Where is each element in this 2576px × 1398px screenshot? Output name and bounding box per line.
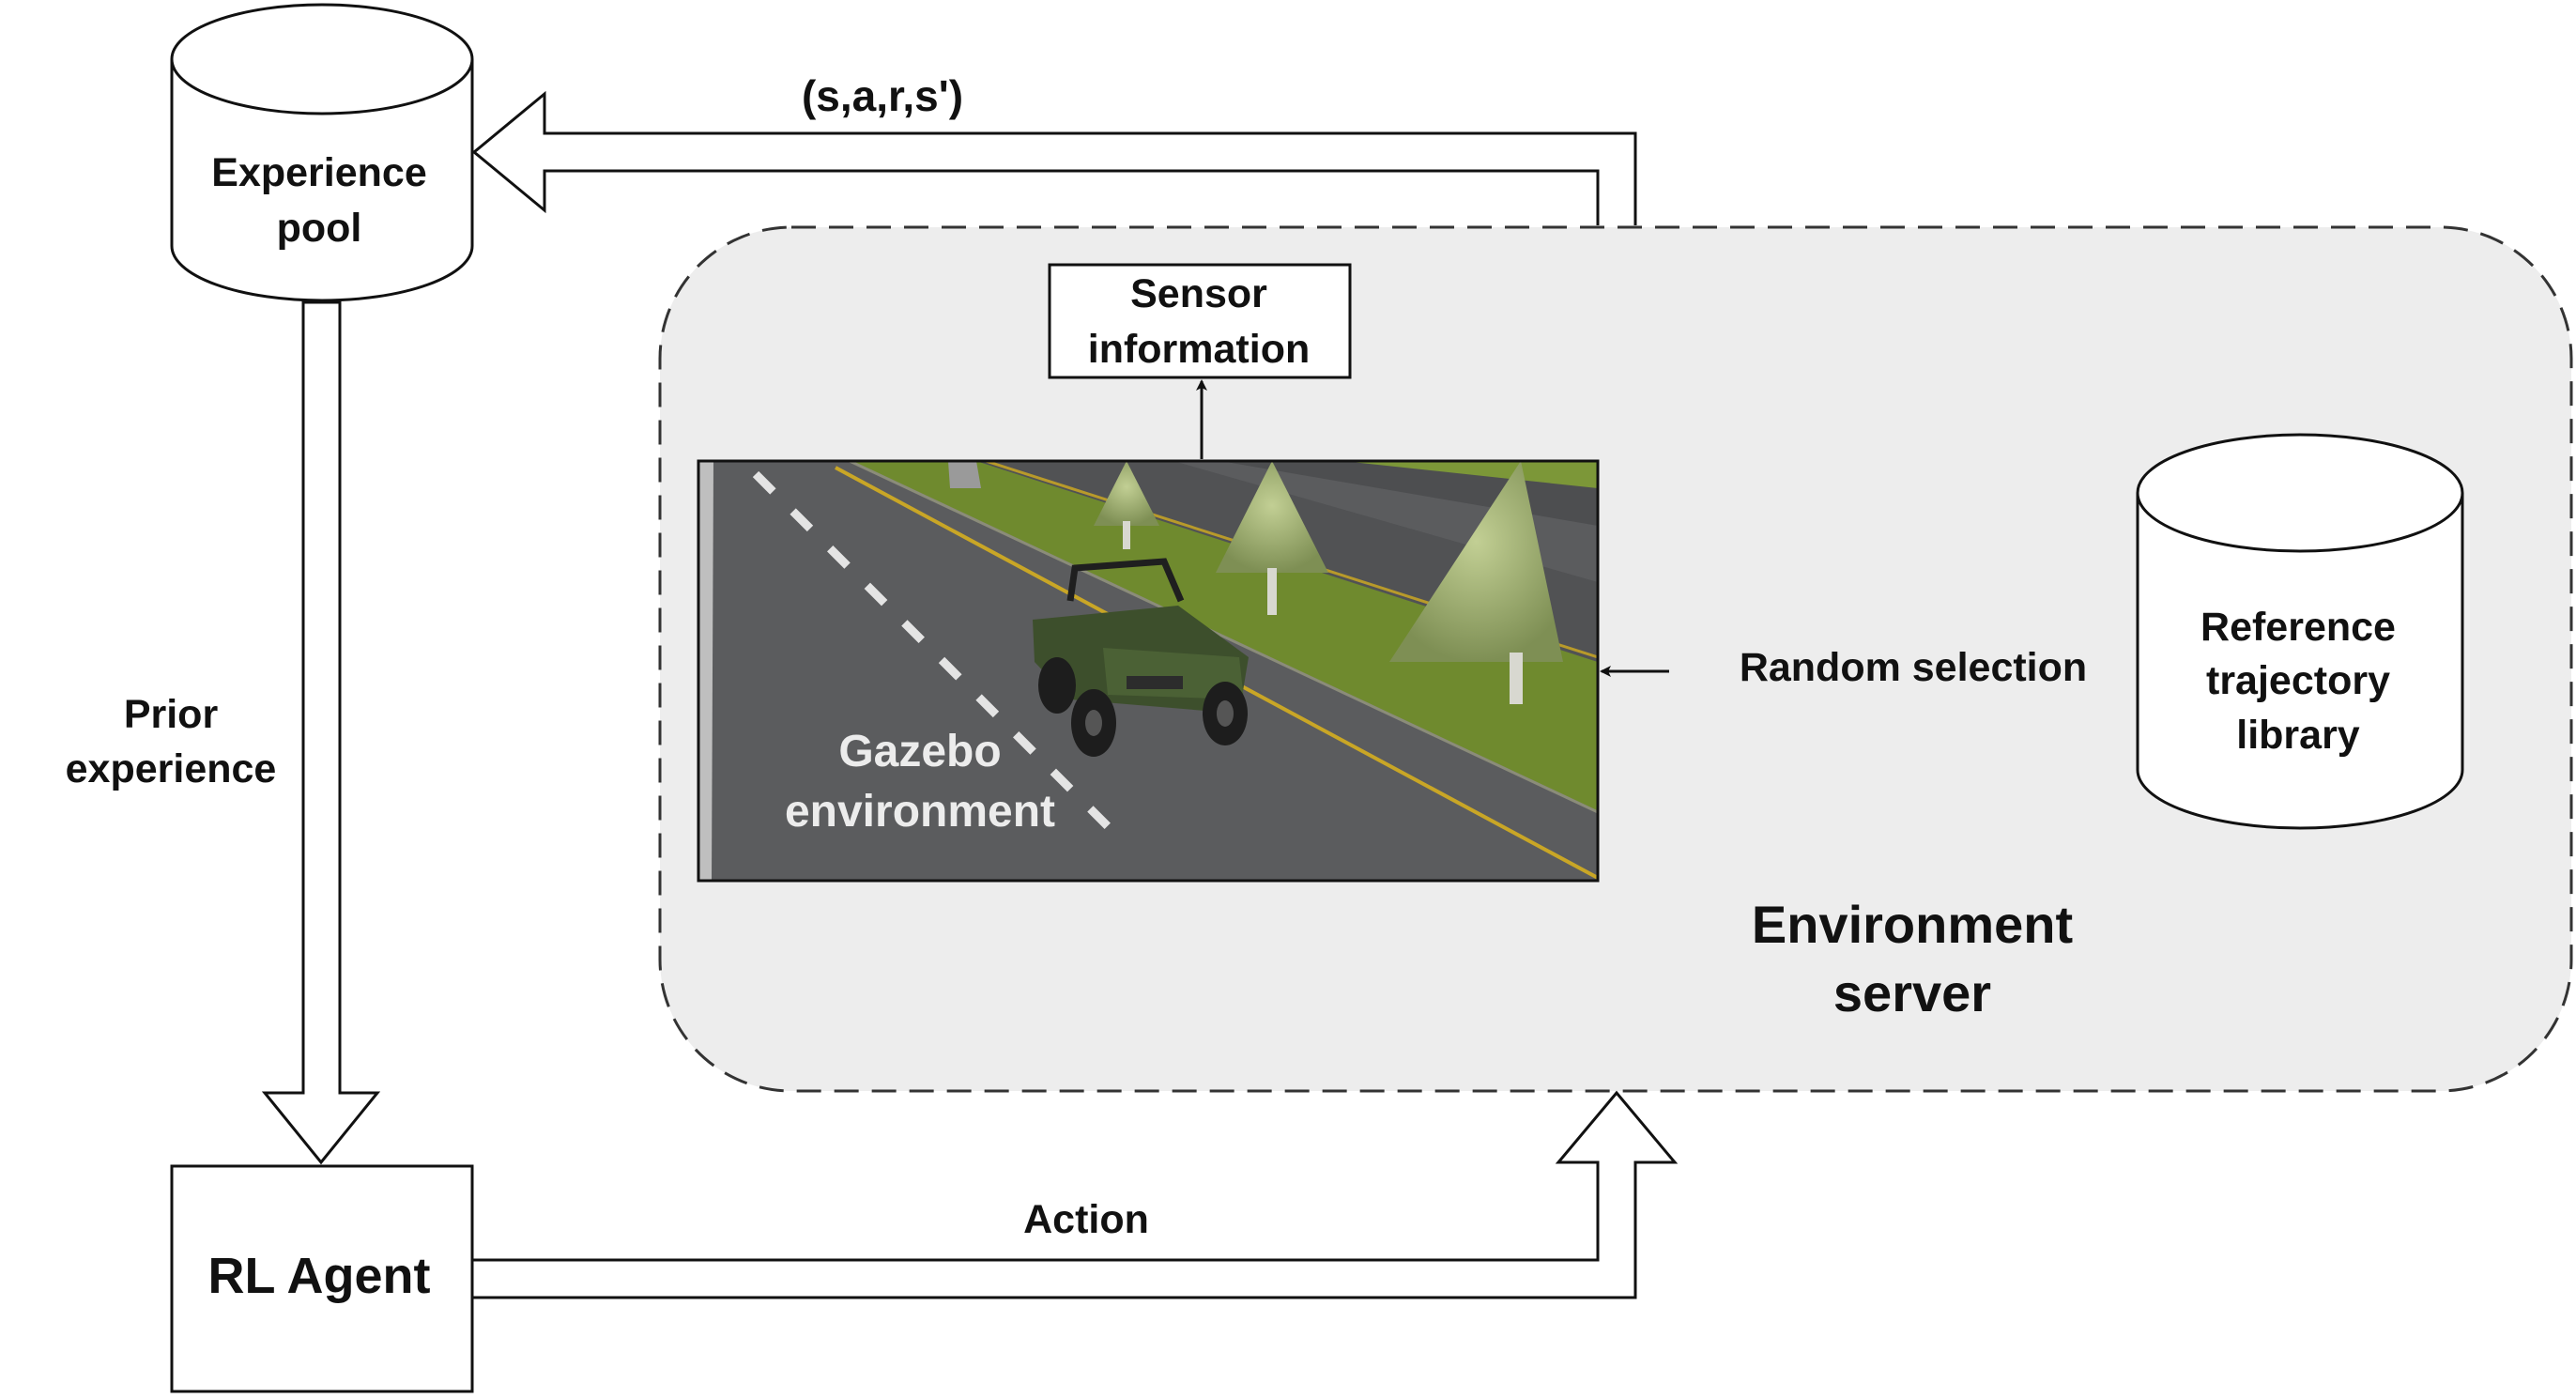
reference-library-label-3: library: [2236, 713, 2360, 758]
gazebo-scene: [698, 461, 1598, 881]
sensor-information-box: [1048, 263, 1352, 379]
gazebo-label-1: Gazebo: [838, 727, 1001, 776]
transition-label: (s,a,r,s'): [802, 71, 963, 120]
experience-pool-label-1: Experience: [211, 150, 426, 195]
tree-icon: [1094, 461, 1159, 549]
experience-pool-cylinder: [170, 3, 474, 302]
gazebo-scene-border: [697, 459, 1600, 883]
action-arrow: [470, 1090, 1679, 1299]
reference-library-label-1: Reference: [2200, 605, 2396, 650]
prior-experience-arrow: [261, 300, 381, 1165]
reference-library-cylinder: [2136, 433, 2464, 830]
vehicle-icon: [1033, 558, 1249, 757]
sensor-information-label-2: information: [1088, 327, 1310, 372]
rl-agent-box: [170, 1164, 474, 1393]
prior-experience-label-1: Prior: [124, 692, 219, 737]
environment-server-label-1: Environment: [1752, 895, 2073, 954]
action-label: Action: [1023, 1197, 1149, 1242]
environment-server-label-2: server: [1833, 963, 1991, 1022]
tree-icon: [1389, 461, 1563, 704]
gazebo-label-2: environment: [785, 787, 1055, 837]
reference-library-label-2: trajectory: [2206, 658, 2390, 703]
transition-arrow: [471, 90, 1637, 225]
random-selection-label: Random selection: [1740, 645, 2087, 690]
rl-agent-label: RL Agent: [208, 1248, 431, 1304]
experience-pool-label-2: pool: [277, 206, 362, 251]
tree-icon: [1216, 461, 1328, 615]
sensor-information-label-1: Sensor: [1130, 271, 1267, 316]
prior-experience-label-2: experience: [66, 746, 277, 791]
